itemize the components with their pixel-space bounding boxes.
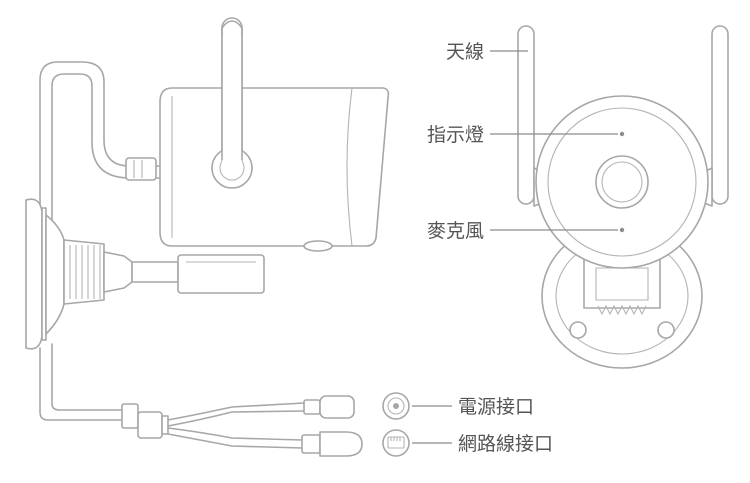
- label-indicator: 指示燈: [427, 124, 484, 146]
- label-microphone: 麥克風: [427, 220, 484, 242]
- ethernet-port-icon: [382, 429, 410, 457]
- power-port-icon: [382, 392, 410, 420]
- label-power-port: 電源接口: [458, 396, 534, 418]
- cable-splitter: [121, 403, 139, 429]
- side-camera-body: [159, 87, 390, 247]
- label-antenna: 天線: [446, 41, 484, 63]
- network-cable: [167, 427, 303, 441]
- side-cable: [39, 61, 161, 231]
- indicator-light-dot: [619, 131, 625, 137]
- side-view: [25, 17, 390, 457]
- label-network-port: 網路線接口: [458, 433, 553, 455]
- power-cable: [167, 402, 305, 421]
- microphone-dot: [619, 227, 625, 233]
- callouts: 天線 指示燈 麥克風 電源接口 網路線接口: [382, 41, 618, 457]
- camera-lens: [595, 155, 649, 209]
- wall-mount-plate: [25, 198, 43, 350]
- front-view: [517, 25, 729, 369]
